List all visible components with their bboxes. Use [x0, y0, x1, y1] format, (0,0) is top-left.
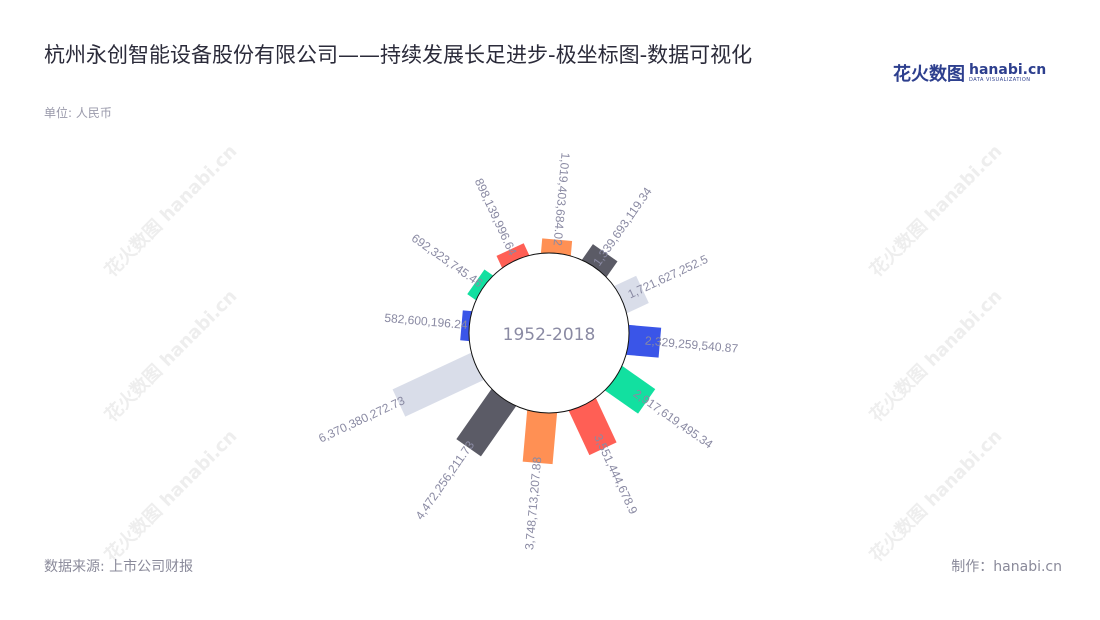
logo-tagline: DATA VISUALIZATION [969, 77, 1031, 83]
center-circle [468, 252, 630, 414]
bar-rect [456, 386, 518, 457]
bar [580, 244, 618, 280]
logo-cn: 花火数图 [893, 64, 965, 85]
center-label: 1952-2018 [503, 325, 596, 345]
bar-rect [522, 407, 558, 465]
bar [467, 269, 496, 302]
bar-value-label: 582,600,196.24 [384, 311, 469, 332]
bar-rect [580, 244, 618, 280]
bar-rect [392, 351, 487, 417]
data-source: 数据来源: 上市公司财报 [44, 559, 194, 575]
bar-value-label: 3,551,444,678.9 [591, 432, 640, 517]
bar [567, 395, 617, 456]
bar-value-label: 692,323,745.46 [409, 231, 486, 290]
bar-rect [623, 324, 662, 358]
bar-value-label: 4,472,256,211.73 [413, 438, 478, 522]
logo-en-text: hanabi.cn [969, 62, 1047, 78]
unit-label: 单位: 人民币 [44, 106, 112, 120]
bar [392, 351, 487, 417]
bar [522, 407, 558, 465]
bar-value-label: 898,139,996.64 [472, 176, 520, 258]
bar-value-label: 1,721,627,252.5 [626, 252, 711, 301]
bar [623, 324, 662, 358]
logo-en: hanabi.cn DATA VISUALIZATION [969, 63, 1046, 83]
bar [456, 386, 518, 457]
bar-value-label: 1,339,693,119.34 [590, 184, 655, 268]
bar-value-label: 1,019,403,684.02 [550, 152, 572, 247]
bar-rect [467, 269, 496, 302]
bar-value-label: 3,748,713,207.88 [522, 456, 544, 551]
bar-rect [496, 243, 531, 271]
bar-value-label: 2,917,619,495.34 [631, 386, 716, 451]
chart-title: 杭州永创智能设备股份有限公司——持续发展长足进步-极坐标图-数据可视化 [44, 43, 753, 67]
bar-rect [567, 395, 617, 456]
logo: 花火数图 hanabi.cn DATA VISUALIZATION [893, 60, 1046, 86]
bar-value-label: 6,370,380,272.73 [316, 393, 407, 445]
bar [496, 243, 531, 271]
maker-credit: 制作：hanabi.cn [951, 559, 1062, 575]
